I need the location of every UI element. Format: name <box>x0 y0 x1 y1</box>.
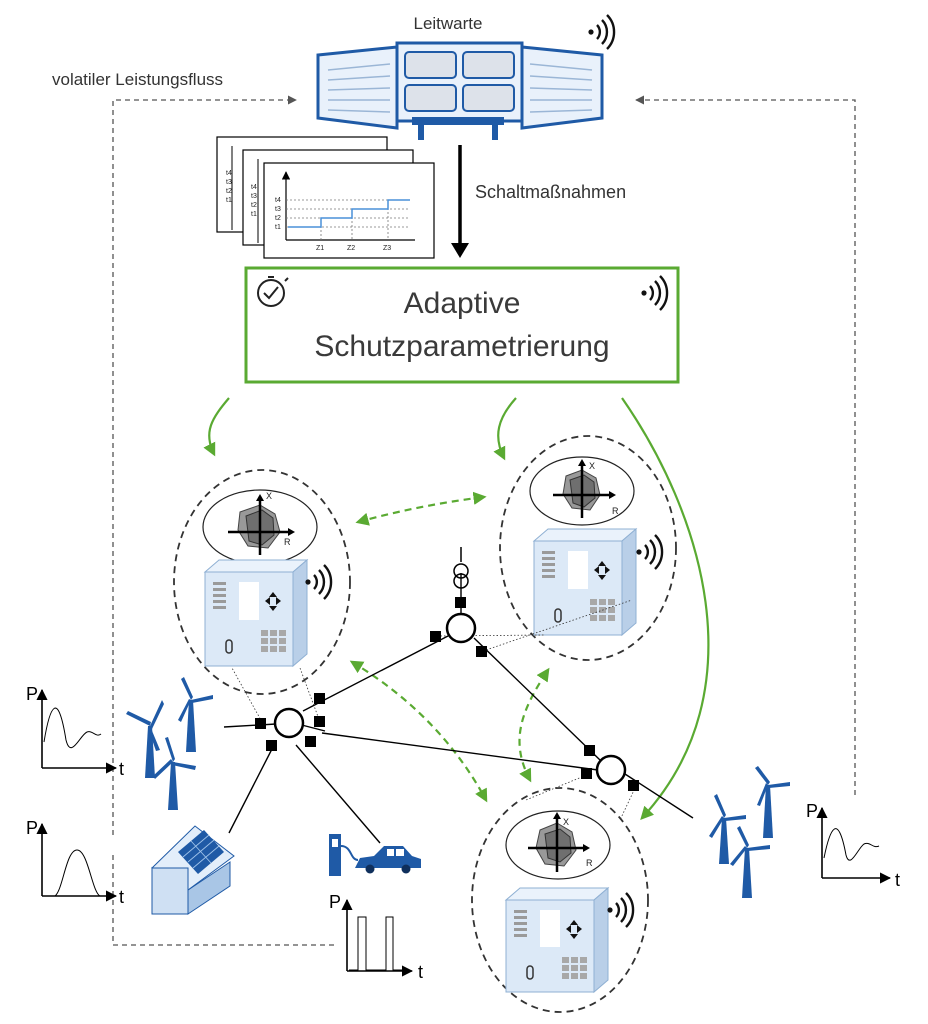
relay-group-top-right: X R <box>499 435 677 661</box>
electric-car-icon <box>355 846 421 874</box>
circuit-breakers <box>255 597 639 791</box>
parameter-flow-arrows <box>203 397 710 820</box>
wireless-signal-icon <box>305 564 333 600</box>
relay-left-x-axis: X <box>266 491 272 501</box>
x-tick-z2: Z2 <box>347 245 355 252</box>
solar-x-label: t <box>119 887 124 907</box>
y-tick-back1-t4: t4 <box>226 170 232 177</box>
grid-network <box>223 573 694 844</box>
x-tick-z1: Z1 <box>316 245 324 252</box>
y-tick-back1-t1: t1 <box>226 197 232 204</box>
relay-bottom-x-axis: X <box>563 817 569 827</box>
relay-bottom-r-axis: R <box>586 858 593 868</box>
wind-left-y-label: P <box>26 684 38 704</box>
stopwatch-check-icon <box>257 276 289 307</box>
switching-arrow-head <box>451 243 469 258</box>
wind-right-x-label: t <box>895 870 900 890</box>
adaptive-protection-box <box>244 266 680 384</box>
power-plot-ev: P t <box>329 892 423 982</box>
wind-right-y-label: P <box>806 801 818 821</box>
volatile-flow-label: volatiler Leistungsfluss <box>52 70 223 89</box>
busbar-node <box>595 754 627 786</box>
ev-charger-icon <box>329 834 359 876</box>
relay-left-r-axis: R <box>284 537 291 547</box>
x-tick-z3: Z3 <box>383 245 391 252</box>
power-plot-solar: P t <box>26 818 124 907</box>
network-nodes <box>273 612 627 786</box>
y-tick-t1: t1 <box>275 224 281 231</box>
switching-label: Schaltmaßnahmen <box>475 182 626 202</box>
relay-top-right-r-axis: R <box>612 506 619 516</box>
adaptive-title-line1: Adaptive <box>404 287 521 320</box>
wireless-signal-icon <box>636 534 664 570</box>
y-tick-t4: t4 <box>275 197 281 204</box>
relay-top-right-x-axis: X <box>589 461 595 471</box>
control-room-label: Leitwarte <box>414 14 483 33</box>
power-plot-wind-right: P t <box>806 801 900 890</box>
volatile-flow-loop <box>112 95 856 946</box>
adaptive-title-line2: Schutzparametrierung <box>314 330 609 363</box>
y-tick-back1-t2: t2 <box>226 188 232 195</box>
busbar-node <box>273 707 305 739</box>
y-tick-t2: t2 <box>275 215 281 222</box>
wind-turbine-icon <box>126 677 790 898</box>
relay-group-bottom: X R <box>471 787 649 1013</box>
y-tick-back2-t1: t1 <box>251 211 257 218</box>
y-tick-back1-t3: t3 <box>226 179 232 186</box>
y-tick-back2-t4: t4 <box>251 184 257 191</box>
power-plot-wind-left: P t <box>26 684 124 779</box>
wireless-signal-icon <box>641 275 669 311</box>
y-tick-back2-t2: t2 <box>251 202 257 209</box>
solar-house-icon <box>151 825 235 915</box>
y-tick-t3: t3 <box>275 206 281 213</box>
wireless-signal-icon <box>588 14 616 50</box>
y-tick-back2-t3: t3 <box>251 193 257 200</box>
solar-y-label: P <box>26 818 38 838</box>
wireless-signal-icon <box>607 892 635 928</box>
ev-y-label: P <box>329 892 341 912</box>
transformer-icon <box>453 547 469 589</box>
ev-x-label: t <box>418 962 423 982</box>
relay-communication-arrows <box>349 491 550 803</box>
wind-left-x-label: t <box>119 759 124 779</box>
parameter-timeline-stack: t4 t3 t2 t1 t4 t3 t2 t1 t4 t3 t2 t1 Z1 Z… <box>216 136 435 259</box>
busbar-node <box>445 612 477 644</box>
relay-group-left: X R <box>173 469 351 695</box>
control-room <box>316 41 604 140</box>
